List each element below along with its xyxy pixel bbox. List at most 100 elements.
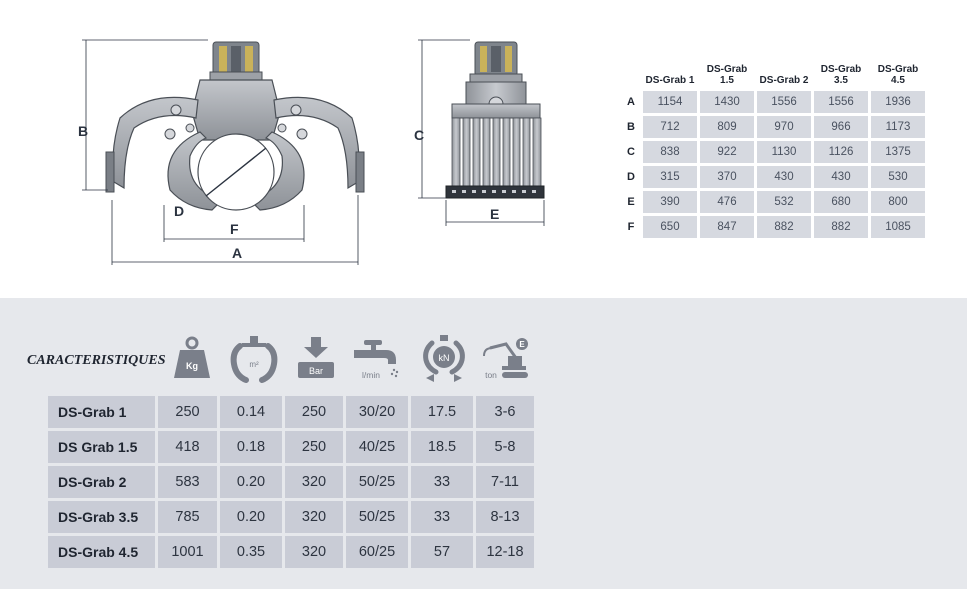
dimensions-col-header: DS-Grab 4.5 [877,64,919,86]
dimensions-row-label: C [627,146,635,158]
dimensions-cell: 966 [814,116,868,138]
technical-drawing: B A F D [78,39,545,265]
grab-capacity-unit: m² [249,360,259,369]
dimensions-cell: 650 [643,216,697,238]
spec-cell: 0.14 [220,396,282,428]
spec-cell: 0.20 [220,501,282,533]
label-f: F [230,221,239,237]
dimensions-cell: 970 [757,116,811,138]
front-dimension-lines [82,39,359,265]
dimensions-row-label: A [627,96,635,108]
dimensions-cell: 1556 [757,91,811,113]
dimensions-col-header: DS-Grab 2 [759,75,809,86]
dimensions-cell: 712 [643,116,697,138]
spec-cell: 18.5 [411,431,473,463]
spec-cell: 0.20 [220,466,282,498]
dimensions-cell: 430 [814,166,868,188]
dimensions-cell: 1375 [871,141,925,163]
dimensions-row: C 838 922 1130 1126 1375 [622,141,925,163]
spec-cell: 320 [285,501,343,533]
spec-model: DS-Grab 2 [48,466,155,498]
dimensions-cell: 847 [700,216,754,238]
dimensions-cell: 430 [757,166,811,188]
dimensions-row-label: D [627,171,635,183]
spec-cell: 7-11 [476,466,534,498]
spec-row: DS-Grab 3.5 785 0.20 320 50/25 33 8-13 [48,501,534,533]
dimensions-cell: 809 [700,116,754,138]
spec-cell: 60/25 [346,536,408,568]
dimensions-cell: 532 [757,191,811,213]
label-e: E [490,206,499,222]
dimensions-row: B 712 809 970 966 1173 [622,116,925,138]
label-d: D [174,203,184,219]
dimensions-row-label: E [627,196,635,208]
label-c: C [414,127,424,143]
spec-cell: 250 [158,396,217,428]
dimensions-cell: 315 [643,166,697,188]
flow-icon: l/min [354,340,399,380]
weight-icon: Kg [174,336,210,378]
spec-cell: 0.35 [220,536,282,568]
spec-cell: 1001 [158,536,217,568]
force-unit: kN [439,353,450,363]
dimensions-header-row: DS-Grab 1 DS-Grab 1.5 DS-Grab 2 DS-Grab … [622,64,925,88]
dimensions-col-header: DS-Grab 3.5 [820,64,862,86]
specifications-title: CARACTERISTIQUES [27,353,166,368]
dimensions-cell: 800 [871,191,925,213]
spec-cell: 50/25 [346,466,408,498]
dimensions-cell: 1154 [643,91,697,113]
dimensions-cell: 530 [871,166,925,188]
dimensions-cell: 1556 [814,91,868,113]
spec-cell: 30/20 [346,396,408,428]
spec-row: DS Grab 1.5 418 0.18 250 40/25 18.5 5-8 [48,431,534,463]
spec-cell: 583 [158,466,217,498]
dimensions-cell: 390 [643,191,697,213]
force-icon: kN [423,335,465,382]
dimensions-row-label: F [627,221,635,233]
weight-unit: Kg [186,361,198,371]
label-a: A [232,245,242,261]
dimensions-table: DS-Grab 1 DS-Grab 1.5 DS-Grab 2 DS-Grab … [619,61,928,241]
specifications-section: CARACTERISTIQUES Kg m² Bar l/min kN [0,298,967,589]
label-b: B [78,123,88,139]
spec-row: DS-Grab 4.5 1001 0.35 320 60/25 57 12-18 [48,536,534,568]
top-section: B A F D [78,39,928,265]
spec-model: DS-Grab 4.5 [48,536,155,568]
dimensions-cell: 680 [814,191,868,213]
dimensions-cell: 882 [814,216,868,238]
flow-unit: l/min [362,370,380,380]
pressure-icon: Bar [298,337,334,378]
spec-cell: 418 [158,431,217,463]
specifications-table: DS-Grab 1 250 0.14 250 30/20 17.5 3-6 DS… [45,393,537,571]
spec-model: DS-Grab 3.5 [48,501,155,533]
spec-row: DS-Grab 1 250 0.14 250 30/20 17.5 3-6 [48,396,534,428]
dimensions-cell: 1173 [871,116,925,138]
pressure-unit: Bar [309,366,323,376]
grab-front-view [105,41,365,211]
spec-cell: 0.18 [220,431,282,463]
dimensions-row: F 650 847 882 882 1085 [622,216,925,238]
dimensions-col-header: DS-Grab 1 [645,75,695,86]
dimensions-cell: 922 [700,141,754,163]
dimensions-row: E 390 476 532 680 800 [622,191,925,213]
spec-model: DS-Grab 1 [48,396,155,428]
dimensions-cell: 882 [757,216,811,238]
spec-cell: 57 [411,536,473,568]
dimensions-row-label: B [627,121,635,133]
spec-cell: 33 [411,501,473,533]
excavator-unit: ton [485,370,497,380]
excavator-icon: E ton [483,338,528,380]
dimensions-cell: 1130 [757,141,811,163]
dimensions-cell: 1936 [871,91,925,113]
spec-cell: 250 [285,396,343,428]
dimensions-cell: 1126 [814,141,868,163]
spec-cell: 3-6 [476,396,534,428]
dimensions-corner [622,64,640,88]
spec-model: DS Grab 1.5 [48,431,155,463]
spec-cell: 250 [285,431,343,463]
grab-capacity-icon: m² [230,336,278,383]
spec-cell: 17.5 [411,396,473,428]
spec-cell: 320 [285,466,343,498]
spec-cell: 320 [285,536,343,568]
spec-cell: 12-18 [476,536,534,568]
